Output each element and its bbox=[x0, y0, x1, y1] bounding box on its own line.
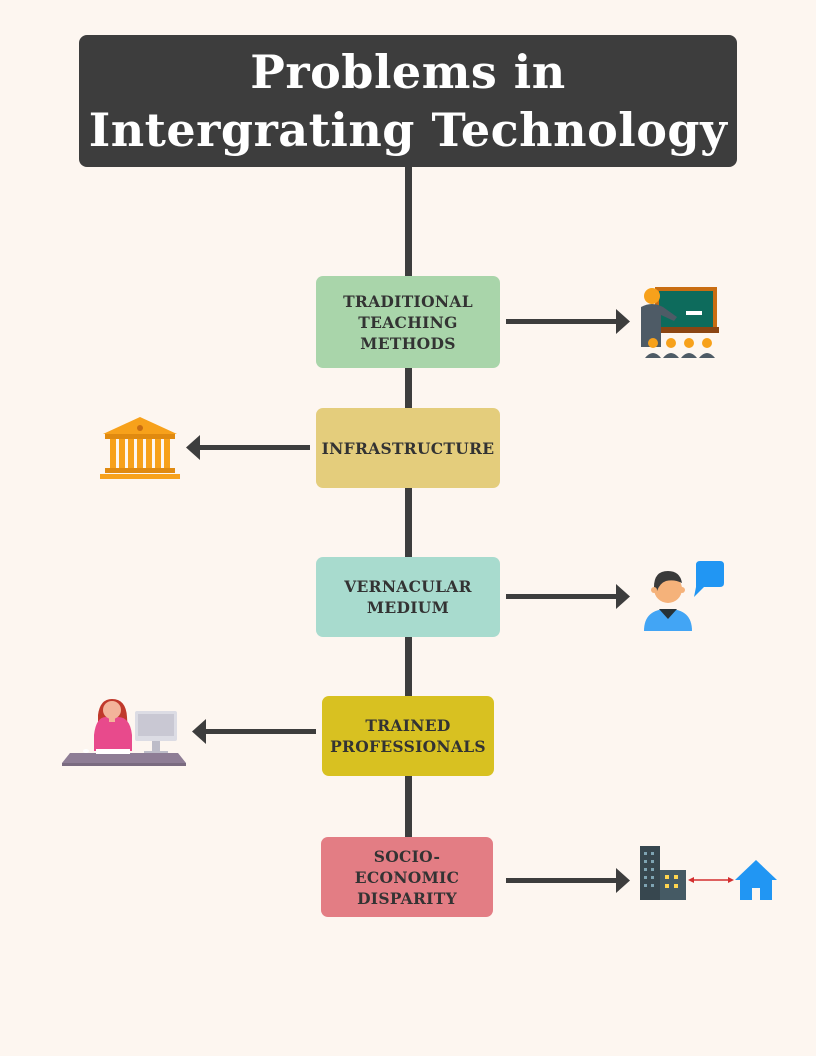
node-infrastructure: INFRASTRUCTURE bbox=[316, 408, 500, 488]
double-arrow-icon bbox=[688, 877, 734, 883]
institution-building-icon bbox=[100, 417, 180, 479]
title-line-1: Problems in bbox=[250, 45, 566, 99]
arrow-right-5 bbox=[506, 868, 630, 893]
timeline-spine bbox=[405, 166, 412, 839]
node-label: TRAINED PROFESSIONALS bbox=[330, 716, 486, 756]
title-line-2: Intergrating Technology bbox=[88, 103, 728, 157]
teacher-classroom-icon bbox=[641, 287, 719, 358]
node-label: SOCIO-ECONOMIC DISPARITY bbox=[354, 846, 460, 908]
node-label: INFRASTRUCTURE bbox=[321, 438, 495, 458]
home-icon bbox=[735, 860, 777, 900]
node-label: TRADITIONAL TEACHING METHODS bbox=[343, 291, 473, 353]
city-to-home-icon bbox=[640, 846, 777, 900]
node-socio-economic-disparity: SOCIO-ECONOMIC DISPARITY bbox=[321, 837, 493, 917]
arrow-left-2 bbox=[186, 435, 310, 460]
speaking-person-icon bbox=[644, 561, 724, 631]
title-banner: Problems in Intergrating Technology bbox=[79, 35, 737, 167]
node-label: VERNACULAR MEDIUM bbox=[344, 577, 472, 617]
node-traditional-teaching-methods: TRADITIONAL TEACHING METHODS bbox=[316, 276, 500, 368]
arrow-left-4 bbox=[192, 719, 316, 744]
office-worker-icon bbox=[62, 699, 186, 766]
node-vernacular-medium: VERNACULAR MEDIUM bbox=[316, 557, 500, 637]
arrow-right-3 bbox=[506, 584, 630, 609]
node-trained-professionals: TRAINED PROFESSIONALS bbox=[322, 696, 494, 776]
city-buildings-icon bbox=[640, 846, 686, 900]
arrow-right-1 bbox=[506, 309, 630, 334]
